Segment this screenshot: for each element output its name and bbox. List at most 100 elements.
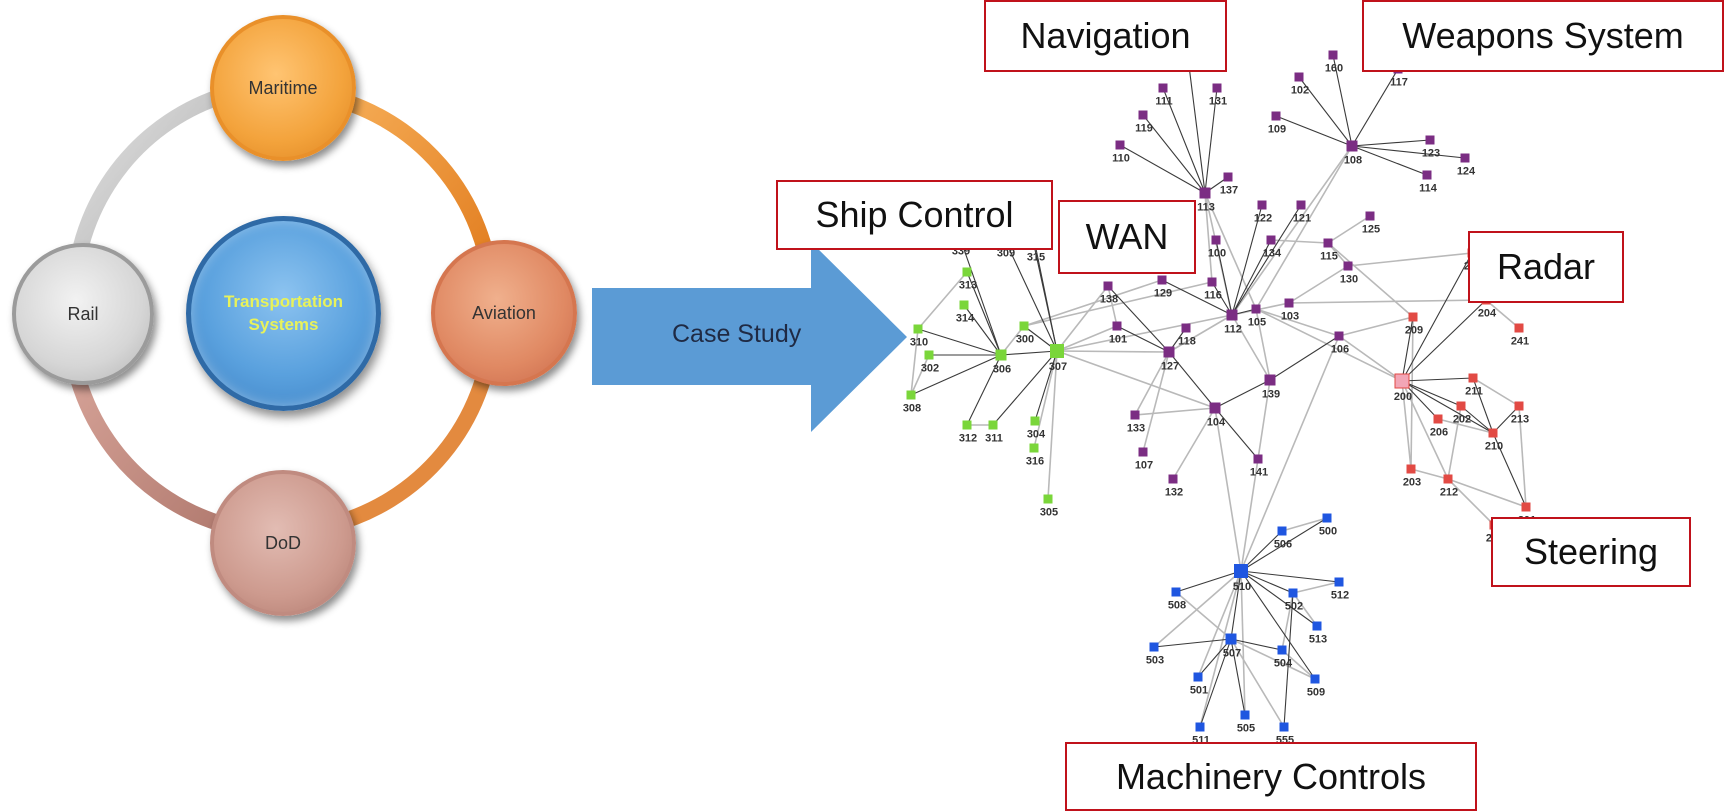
edge-210-211 [1472,377,1494,434]
node-130 [1343,261,1353,271]
node-124 [1460,153,1470,163]
node-503 [1149,642,1159,652]
machinery-controls-label-box: Machinery Controls [1065,742,1477,811]
edge-510-505 [1240,570,1246,716]
edge-307-101 [1056,325,1118,352]
edge-101-138 [1107,285,1118,327]
node-label-137: 137 [1220,185,1238,197]
edge-113-131 [1204,87,1218,194]
node-138 [1103,281,1113,291]
edge-200-204 [1401,299,1487,382]
edge-108-160 [1332,54,1353,147]
node-label-101: 101 [1109,334,1127,346]
edge-112-134 [1231,239,1272,316]
node-125 [1365,211,1375,221]
node-300 [1019,321,1029,331]
transportation-systems-node: Transportation Systems [186,216,381,411]
node-label-304: 304 [1027,429,1046,441]
edge-307-309 [1004,239,1058,352]
node-label-505: 505 [1237,723,1255,735]
node-label-122: 122 [1254,213,1272,225]
edge-302-308 [910,354,930,396]
edge-510-513 [1240,570,1318,627]
node-127 [1163,346,1175,358]
node-160 [1328,50,1338,60]
node-label-123: 123 [1422,148,1440,160]
edge-200-211 [1401,377,1474,382]
edge-139-510 [1240,379,1271,572]
edge-103-204 [1288,299,1487,304]
node-label-104: 104 [1207,417,1226,429]
edge-507-501 [1197,638,1232,678]
node-504 [1277,645,1287,655]
node-108 [1346,140,1358,152]
rail-label: Rail [67,303,99,324]
edge-507-511 [1199,638,1232,728]
node-111 [1158,83,1168,93]
edge-510-511 [1199,570,1242,728]
node-label-241: 241 [1511,336,1529,348]
node-label-206: 206 [1430,427,1448,439]
node-label-308: 308 [903,403,921,415]
edge-104-132 [1172,407,1216,480]
node-label-211: 211 [1465,386,1483,398]
edge-112-121 [1231,204,1302,316]
edge-112-108 [1231,145,1353,316]
node-label-510: 510 [1233,581,1251,593]
edge-306-314 [963,304,1002,356]
node-308 [906,390,916,400]
node-label-313: 313 [959,280,977,292]
node-label-512: 512 [1331,590,1349,602]
node-107 [1138,447,1148,457]
edge-108-117 [1351,68,1399,147]
edge-202-212 [1447,405,1462,480]
node-label-210: 210 [1485,441,1503,453]
edge-200-212 [1401,380,1449,480]
edge-506-500 [1281,517,1328,532]
node-label-116: 116 [1204,290,1222,302]
node-label-131: 131 [1209,96,1227,108]
node-label-311: 311 [985,433,1003,445]
edge-104-141 [1214,407,1259,460]
edge-307-304 [1034,350,1058,422]
edge-127-101 [1116,325,1170,353]
node-209 [1408,312,1418,322]
weapons-system-label-box: Weapons System [1362,0,1724,72]
edge-307-316 [1033,350,1058,449]
edge-241-204 [1485,299,1520,329]
edge-203-212 [1410,468,1449,480]
node-212 [1443,474,1453,484]
node-131 [1212,83,1222,93]
node-label-132: 132 [1165,487,1183,499]
edge-507-505 [1230,638,1246,716]
node-label-204: 204 [1478,308,1497,320]
weapons-system-label: Weapons System [1402,15,1684,56]
node-label-117: 117 [1390,77,1408,89]
node-label-312: 312 [959,433,977,445]
edge-106-510 [1240,335,1340,572]
node-label-106: 106 [1331,344,1349,356]
node-210 [1488,428,1498,438]
edge-200-210 [1401,380,1494,434]
node-114 [1422,170,1432,180]
steering-label: Steering [1523,531,1659,572]
edge-307-104 [1056,350,1216,409]
node-501 [1193,672,1203,682]
node-label-508: 508 [1168,600,1186,612]
node-label-113: 113 [1197,202,1215,214]
node-label-305: 305 [1040,507,1058,519]
node-213 [1514,401,1524,411]
edge-307-311 [992,350,1058,426]
node-302 [924,350,934,360]
edge-307-138 [1056,285,1109,352]
node-102 [1294,72,1304,82]
edge-113-119 [1142,114,1206,194]
node-313 [962,267,972,277]
edge-105-200 [1255,308,1403,382]
edge-510-508 [1175,570,1242,593]
node-label-129: 129 [1154,288,1172,300]
edge-108-123 [1351,139,1431,147]
edge-103-130 [1288,265,1349,304]
edge-112-127 [1168,314,1233,353]
